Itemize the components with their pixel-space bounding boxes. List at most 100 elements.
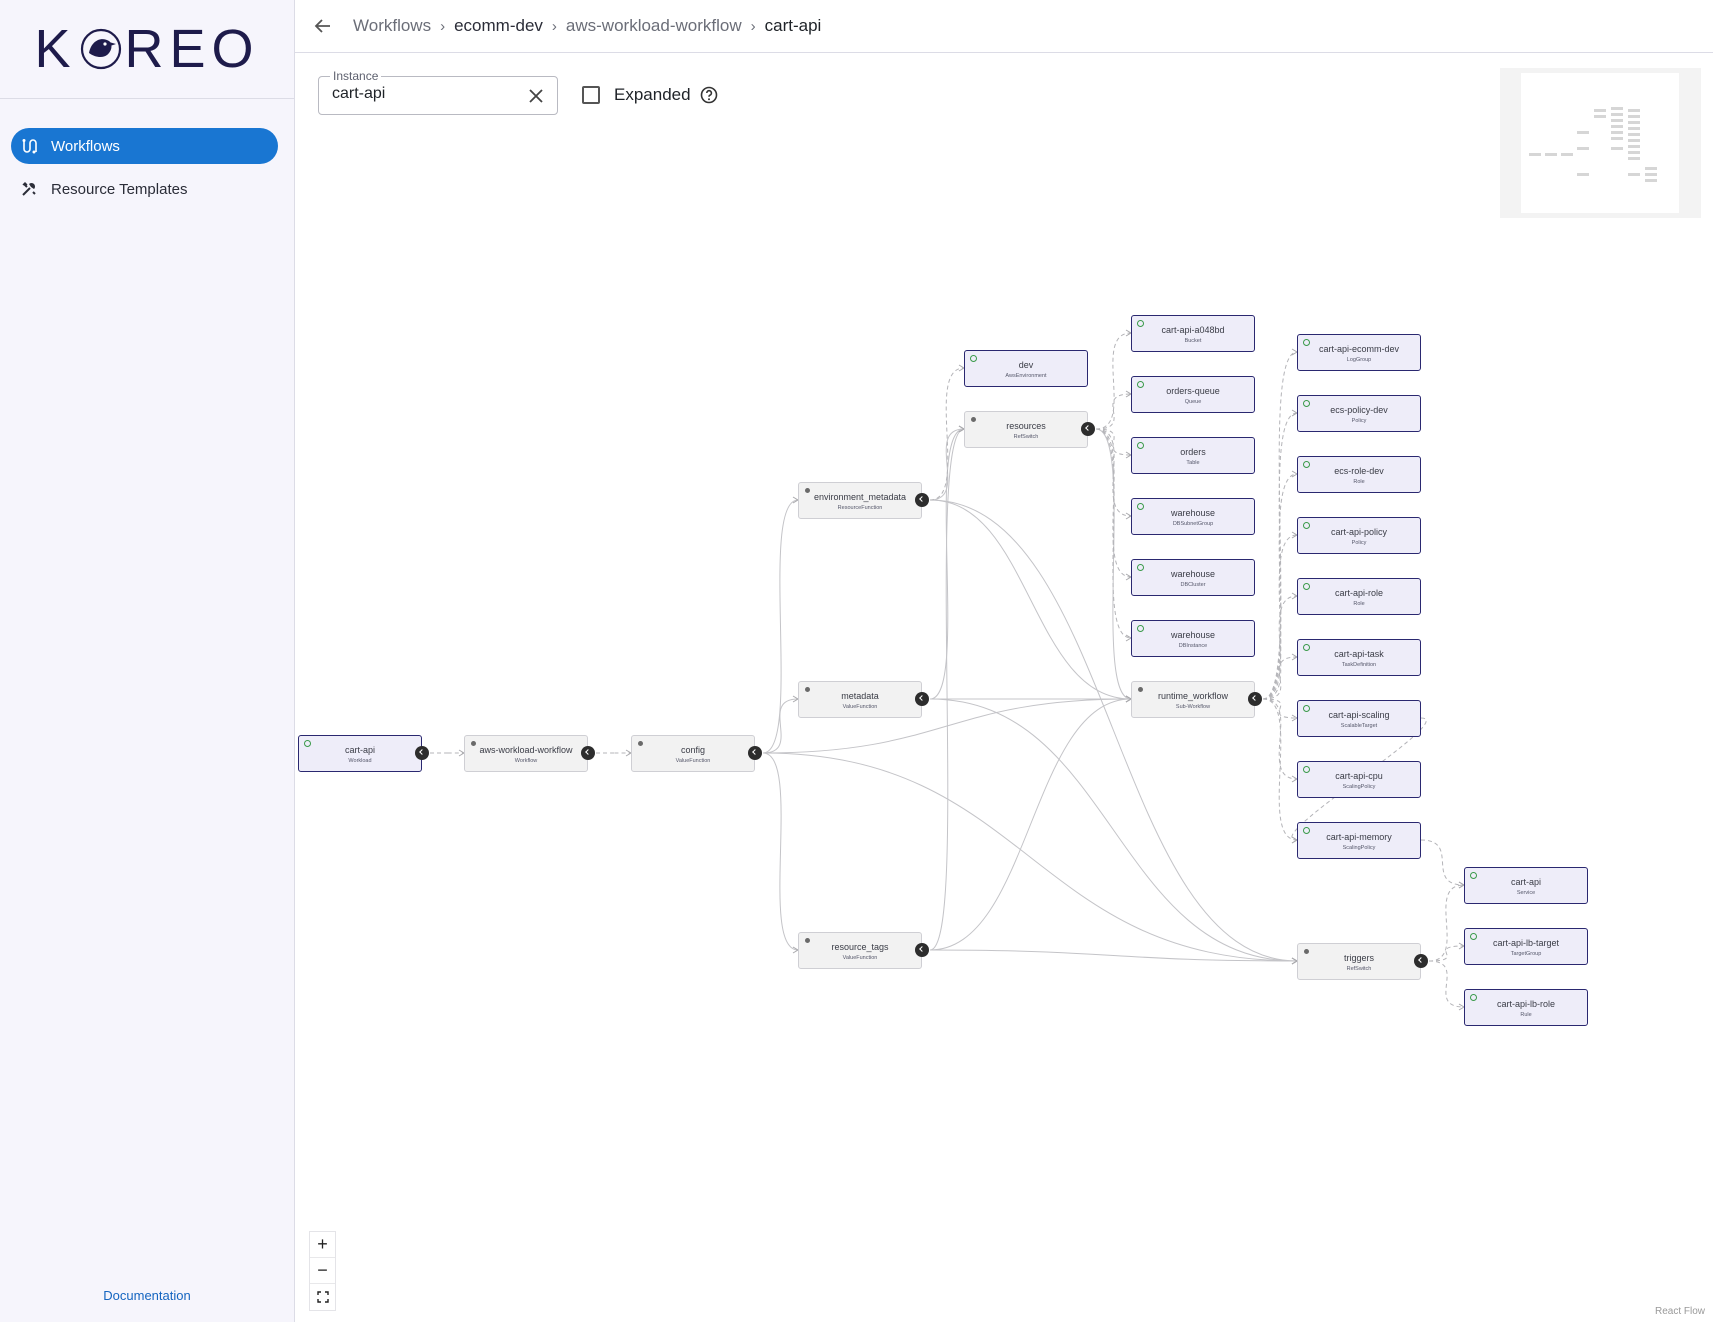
graph-edge: [929, 367, 965, 501]
graph-edge: [929, 428, 965, 700]
graph-edge: [762, 752, 799, 951]
graph-edge: [1095, 428, 1132, 639]
breadcrumb-namespace[interactable]: ecomm-dev: [454, 16, 543, 35]
graph-edge: [762, 752, 1298, 962]
back-button[interactable]: [309, 12, 337, 40]
node-label: orders-queue: [1166, 385, 1220, 396]
breadcrumb-workflow[interactable]: aws-workload-workflow: [565, 16, 742, 35]
graph-edge: [1095, 428, 1132, 456]
sidebar: K REO Workflows Resource Templates: [0, 0, 295, 1322]
collapse-toggle-icon[interactable]: [1248, 692, 1262, 706]
collapse-toggle-icon[interactable]: [1081, 422, 1095, 436]
zoom-in-button[interactable]: +: [310, 1232, 335, 1258]
minimap[interactable]: [1500, 68, 1701, 218]
status-ok-icon: [1303, 399, 1310, 407]
collapse-toggle-icon[interactable]: [581, 746, 595, 760]
sidebar-item-workflows[interactable]: Workflows: [11, 128, 278, 164]
collapse-toggle-icon[interactable]: [915, 493, 929, 507]
graph-edge: [929, 949, 1298, 962]
collapse-toggle-icon[interactable]: [915, 692, 929, 706]
collapse-toggle-icon[interactable]: [748, 746, 762, 760]
status-pending-icon: [471, 740, 476, 746]
node-kind: ValueFunction: [842, 954, 878, 961]
collapse-toggle-icon[interactable]: [1414, 954, 1428, 968]
node-label: cart-api-cpu: [1335, 770, 1383, 781]
node-kind: DBInstance: [1178, 642, 1208, 649]
graph-edge: [1262, 351, 1298, 700]
clear-icon[interactable]: [527, 87, 545, 105]
node-kind: Workflow: [514, 757, 538, 764]
graph-edge: [1095, 393, 1132, 430]
status-ok-icon: [1137, 319, 1144, 327]
node-kind: Role: [1353, 478, 1365, 485]
sidebar-item-resource-templates[interactable]: Resource Templates: [11, 171, 278, 207]
fit-view-button[interactable]: [310, 1284, 335, 1310]
node-kind: Sub-Workflow: [1175, 703, 1211, 710]
help-icon[interactable]: [700, 86, 718, 104]
bird-logo-icon: [80, 28, 121, 70]
graph-edge: [1262, 473, 1298, 700]
graph-edge: [1262, 412, 1298, 700]
node-label: cart-api-memory: [1326, 831, 1392, 842]
node-label: dev: [1018, 359, 1034, 370]
status-ok-icon: [1303, 582, 1310, 590]
koreo-logo[interactable]: K REO: [34, 18, 259, 80]
graph-edge: [1095, 428, 1132, 517]
graph-edge: [1095, 428, 1132, 700]
zoom-out-button[interactable]: −: [310, 1258, 335, 1284]
node-kind: Policy: [1351, 539, 1367, 546]
minimap-viewport: [1521, 73, 1679, 213]
expanded-checkbox[interactable]: [582, 86, 600, 104]
logo-text-left: K: [34, 19, 77, 79]
node-kind: ValueFunction: [675, 757, 711, 764]
header: Workflows › ecomm-dev › aws-workload-wor…: [295, 0, 1713, 53]
node-label: runtime_workflow: [1157, 690, 1229, 701]
minimap-nodes: [1529, 107, 1657, 182]
breadcrumb-workflows[interactable]: Workflows: [353, 16, 432, 35]
status-ok-icon: [1303, 704, 1310, 712]
node-kind: Role: [1353, 600, 1365, 607]
node-kind: Bucket: [1184, 337, 1202, 344]
fullscreen-icon: [316, 1291, 329, 1303]
status-pending-icon: [805, 686, 810, 692]
node-kind: LogGroup: [1346, 356, 1372, 363]
node-label: cart-api: [344, 744, 375, 755]
collapse-toggle-icon[interactable]: [415, 746, 429, 760]
status-pending-icon: [1138, 686, 1143, 692]
instance-input[interactable]: [332, 85, 512, 103]
react-flow-attribution[interactable]: React Flow: [1655, 1306, 1706, 1317]
node-kind: AwsEnvironment: [1005, 372, 1047, 379]
collapse-toggle-icon[interactable]: [915, 943, 929, 957]
logo-text-right: REO: [124, 19, 260, 79]
node-kind: ValueFunction: [842, 703, 878, 710]
documentation-link[interactable]: Documentation: [103, 1288, 191, 1303]
